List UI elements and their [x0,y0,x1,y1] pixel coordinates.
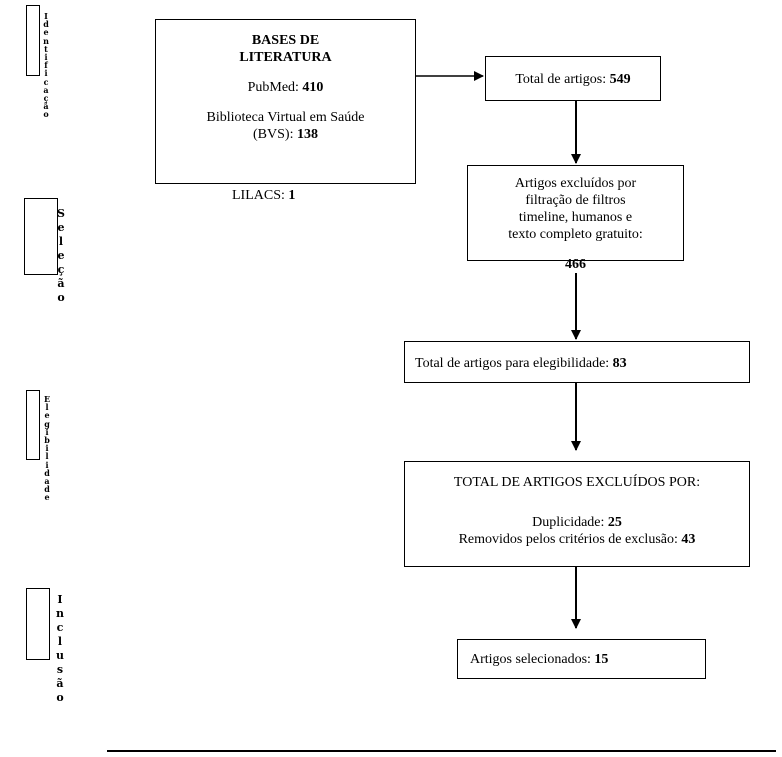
bvs-count: Biblioteca Virtual em Saúde (BVS): 138 [206,110,365,142]
bases-de-literatura-box: BASES DE LITERATURA PubMed: 410 Bibliote… [155,19,416,184]
elegibilidade-box: Total de artigos para elegibilidade: 83 [404,341,750,383]
excluidos-filtro-value: 466 [565,257,586,272]
phase-box-selecao [24,198,58,275]
phase-box-inclusao [26,588,50,660]
bases-title-line1: BASES DE [251,33,320,48]
selecionados-box: Artigos selecionados: 15 [457,639,706,679]
criterios-count: Removidos pelos critérios de exclusão: 4… [458,532,696,547]
bottom-rule [107,750,776,752]
excluidos-filtro-box: Artigos excluídos por filtração de filtr… [467,165,684,261]
pubmed-count: PubMed: 410 [247,80,324,95]
phase-box-identificacao [26,5,40,76]
excluidos-title: TOTAL DE ARTIGOS EXCLUÍDOS POR: [453,475,701,490]
bases-title-line2: LITERATURA [239,50,332,65]
excluidos-total-box: TOTAL DE ARTIGOS EXCLUÍDOS POR: Duplicid… [404,461,750,567]
phase-box-elegibilidade [26,390,40,460]
duplicidade-count: Duplicidade: 25 [532,515,622,530]
total-artigos-box: Total de artigos: 549 [485,56,661,101]
lilacs-count: LILACS: 1 [232,188,296,203]
